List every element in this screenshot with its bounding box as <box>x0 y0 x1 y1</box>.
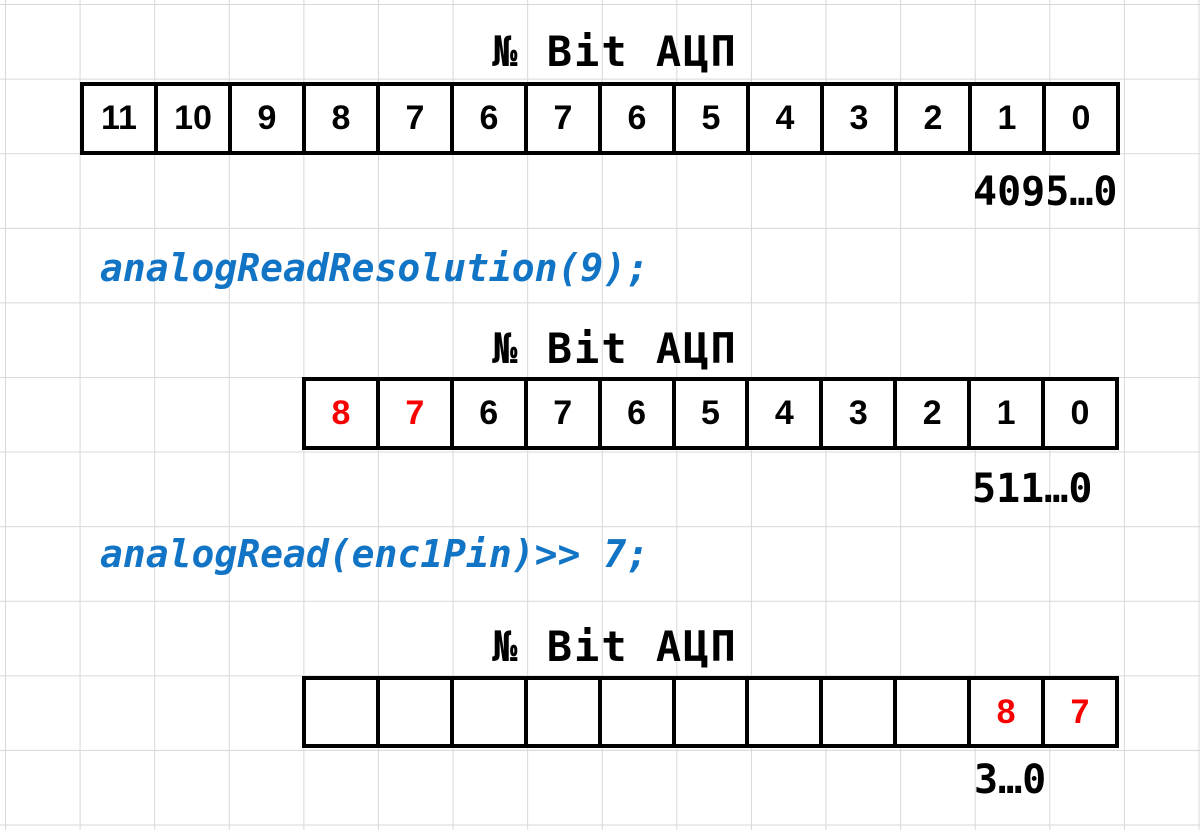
bit-cell: 6 <box>454 381 528 446</box>
bit-cell: 1 <box>971 381 1046 446</box>
bit-cell: 11 <box>84 86 158 151</box>
bit-cell: 5 <box>676 381 750 446</box>
bit-cell: 10 <box>158 86 232 151</box>
bit-cell: 4 <box>749 381 824 446</box>
bit-diagram-title-12bit: № Bit АЦП <box>492 27 738 76</box>
bit-cell <box>306 680 380 744</box>
bit-cell: 2 <box>898 86 972 151</box>
bit-cell: 3 <box>824 86 898 151</box>
bit-cell: 8 <box>306 86 380 151</box>
code-line-analogread-shift: analogRead(enc1Pin)>> 7; <box>100 532 650 576</box>
bit-cell: 0 <box>1071 99 1091 137</box>
code-line-analogreadresolution: analogReadResolution(9); <box>100 246 650 290</box>
bit-cell: 0 <box>1070 394 1090 432</box>
range-label-shifted: 3…0 <box>974 757 1047 803</box>
bit-cell: 6 <box>602 381 676 446</box>
bit-cell: 8 <box>971 680 1046 744</box>
bit-cell: 7 <box>1070 692 1090 731</box>
bit-cell: 2 <box>897 381 972 446</box>
bit-cell: 1 <box>972 86 1046 151</box>
bit-cell <box>749 680 824 744</box>
bit-cell <box>454 680 528 744</box>
bit-cell <box>602 680 676 744</box>
bit-cell: 7 <box>528 381 602 446</box>
bit-cell: 6 <box>602 86 676 151</box>
bit-cell <box>676 680 750 744</box>
range-label-9bit: 511…0 <box>972 466 1093 512</box>
range-label-12bit: 4095…0 <box>973 169 1118 215</box>
bit-cell: 7 <box>380 86 454 151</box>
bit-cell: 7 <box>380 381 454 446</box>
bit-cell <box>897 680 972 744</box>
bit-diagram-title-9bit: № Bit АЦП <box>492 324 738 373</box>
bit-cell <box>528 680 602 744</box>
bit-cell: 9 <box>232 86 306 151</box>
bit-cell: 6 <box>454 86 528 151</box>
bit-cell <box>380 680 454 744</box>
bit-cell <box>823 680 898 744</box>
bit-cell: 4 <box>750 86 824 151</box>
bit-cell: 3 <box>823 381 898 446</box>
bit-cell: 8 <box>306 381 380 446</box>
bit-cell: 7 <box>528 86 602 151</box>
bit-diagram-title-shifted: № Bit АЦП <box>492 622 738 671</box>
bit-cell: 5 <box>676 86 750 151</box>
